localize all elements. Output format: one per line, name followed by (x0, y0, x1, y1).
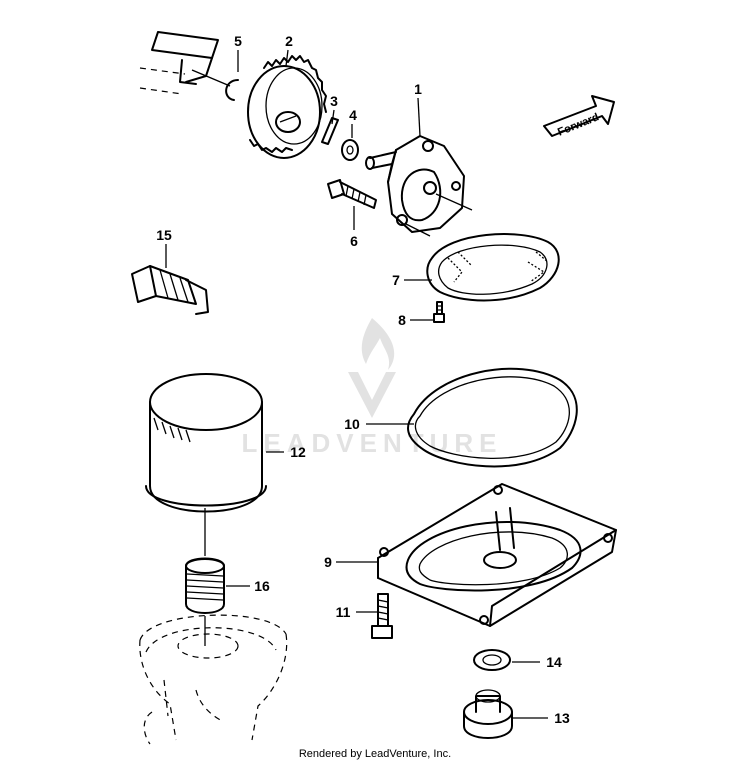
drain-plug-washer (473, 649, 511, 671)
forward-label: Forward (556, 111, 601, 138)
callout-6: 6 (350, 233, 358, 249)
forward-arrow: Forward (543, 95, 615, 139)
callout-16: 16 (254, 578, 270, 594)
drive-gear (247, 55, 327, 159)
callout-14: 14 (546, 654, 562, 670)
engine-block-fragment (139, 31, 219, 95)
oil-pan-gasket (407, 367, 578, 468)
snap-ring (225, 79, 239, 101)
watermark-logo (348, 318, 396, 418)
pin (321, 117, 339, 145)
callout-11: 11 (336, 604, 351, 620)
screen-screw (433, 301, 445, 323)
callout-9: 9 (324, 554, 332, 570)
oil-pan (377, 483, 617, 627)
watermark-text: LEADVENTURE (241, 428, 502, 458)
oil-pump (365, 135, 473, 237)
callout-3: 3 (330, 93, 338, 109)
callout-4: 4 (349, 107, 357, 123)
callout-15: 15 (156, 227, 172, 243)
oil-filter (145, 373, 267, 513)
callout-2: 2 (285, 33, 293, 49)
callout-5: 5 (234, 33, 242, 49)
callout-10: 10 (344, 416, 360, 432)
drain-plug (463, 689, 513, 739)
callout-8: 8 (398, 312, 406, 328)
callout-12: 12 (290, 444, 306, 460)
pressure-switch (131, 265, 209, 315)
filter-mount-base (139, 614, 288, 745)
callout-1: 1 (414, 81, 422, 97)
callout-7: 7 (392, 272, 400, 288)
callout-13: 13 (554, 710, 570, 726)
pan-bolt (371, 593, 393, 639)
render-credit: Rendered by LeadVenture, Inc. (298, 748, 452, 760)
oil-screen (426, 233, 560, 302)
filter-nipple (185, 557, 225, 614)
washer-small (341, 139, 359, 161)
pump-bolt (327, 179, 377, 209)
